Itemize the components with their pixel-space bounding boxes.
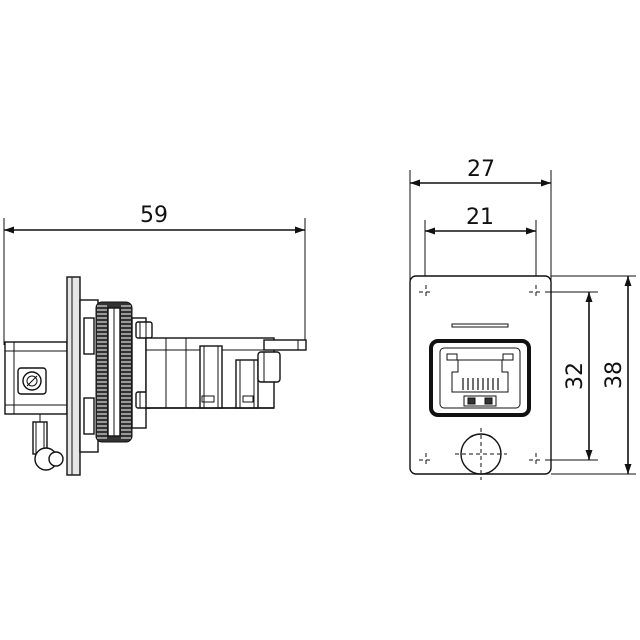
dimension-label-front-outer-height: 38 (602, 361, 627, 389)
cover-slot (451, 323, 509, 328)
screw-icon (17, 367, 47, 395)
jack-body (145, 337, 275, 409)
dimension-label-front-outer-width: 27 (467, 157, 495, 182)
side-pin (263, 339, 307, 351)
dimension-front-outer-width: 27 (409, 157, 552, 282)
latch-block (199, 345, 223, 409)
dimension-side-length: 59 (3, 203, 306, 345)
locking-knob-icon (32, 414, 64, 471)
dimension-label-front-inner-height: 32 (563, 362, 588, 390)
front-view: 27 21 (409, 157, 636, 480)
side-view: 59 (3, 203, 307, 476)
locking-hole-icon (455, 428, 507, 480)
strain-relief (257, 351, 281, 383)
ratchet-nut (95, 301, 133, 443)
rj45-port-icon (429, 339, 531, 417)
mounting-hole-markers (419, 285, 543, 467)
mounting-flange (66, 276, 81, 476)
dimension-front-outer-height: 38 (551, 275, 636, 475)
dimension-label-front-inner-width: 21 (466, 205, 494, 230)
dimension-label-side-length: 59 (140, 203, 168, 228)
dimension-front-inner-height: 32 (545, 291, 598, 461)
